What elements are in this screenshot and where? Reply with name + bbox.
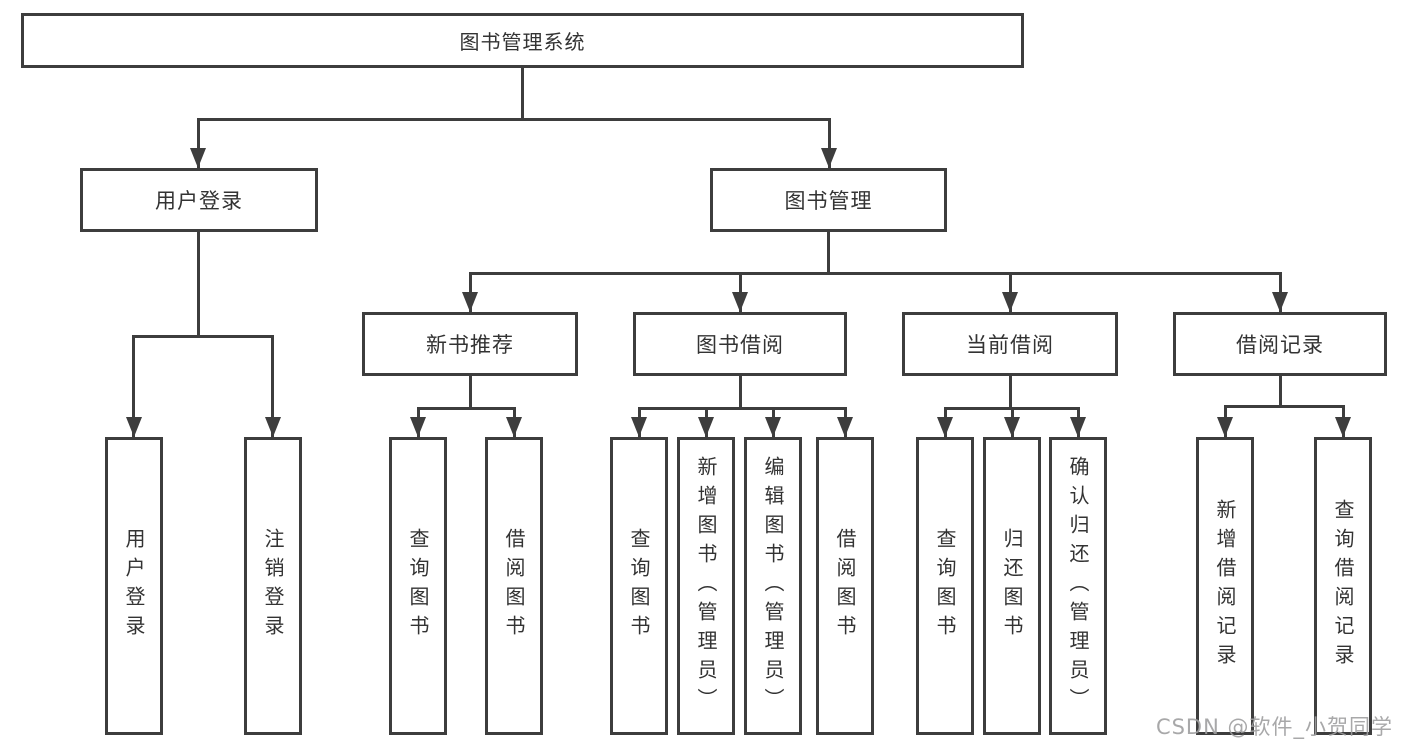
arrow-down-icon bbox=[1217, 417, 1233, 437]
connector-line bbox=[469, 272, 1282, 275]
connector-line bbox=[827, 232, 830, 272]
arrow-down-icon bbox=[732, 292, 748, 312]
arrow-down-icon bbox=[462, 292, 478, 312]
connector-line bbox=[469, 376, 472, 407]
connector-line bbox=[739, 376, 742, 407]
node-leaf-current-query-books: 查询图书 bbox=[916, 437, 974, 735]
node-borrow-records: 借阅记录 bbox=[1173, 312, 1387, 376]
node-leaf-edit-books-admin-label: 编辑图书（管理员） bbox=[761, 455, 785, 717]
node-book-management: 图书管理 bbox=[710, 168, 947, 232]
node-book-borrow: 图书借阅 bbox=[633, 312, 847, 376]
node-leaf-edit-books-admin: 编辑图书（管理员） bbox=[744, 437, 802, 735]
watermark: CSDN @软件_小贺同学 bbox=[1155, 715, 1393, 739]
connector-line bbox=[1009, 376, 1012, 407]
node-leaf-confirm-return-admin: 确认归还（管理员） bbox=[1049, 437, 1107, 735]
node-leaf-add-borrow-record: 新增借阅记录 bbox=[1196, 437, 1254, 735]
node-book-management-label: 图书管理 bbox=[784, 189, 873, 213]
connector-line bbox=[197, 118, 831, 121]
arrow-down-icon bbox=[190, 148, 206, 168]
node-leaf-add-books-admin: 新增图书（管理员） bbox=[677, 437, 735, 735]
node-leaf-recommend-borrow-books-label: 借阅图书 bbox=[502, 528, 526, 644]
arrow-down-icon bbox=[506, 417, 522, 437]
arrow-down-icon bbox=[1004, 417, 1020, 437]
node-leaf-borrow-books-label: 借阅图书 bbox=[833, 528, 857, 644]
arrow-down-icon bbox=[1070, 417, 1086, 437]
node-leaf-query-borrow-record-label: 查询借阅记录 bbox=[1331, 499, 1355, 673]
node-leaf-return-books-label: 归还图书 bbox=[1000, 528, 1024, 644]
node-leaf-current-query-books-label: 查询图书 bbox=[933, 528, 957, 644]
node-leaf-confirm-return-admin-label: 确认归还（管理员） bbox=[1066, 455, 1090, 717]
connector-line bbox=[1224, 405, 1345, 408]
connector-line bbox=[197, 232, 200, 335]
arrow-down-icon bbox=[937, 417, 953, 437]
node-root: 图书管理系统 bbox=[21, 13, 1024, 68]
connector-line bbox=[638, 407, 847, 410]
connector-line bbox=[828, 118, 831, 168]
node-leaf-recommend-borrow-books: 借阅图书 bbox=[485, 437, 543, 735]
node-leaf-user-login-label: 用户登录 bbox=[122, 528, 146, 644]
node-borrow-records-label: 借阅记录 bbox=[1236, 333, 1324, 357]
arrow-down-icon bbox=[631, 417, 647, 437]
arrow-down-icon bbox=[765, 417, 781, 437]
node-leaf-query-borrow-record: 查询借阅记录 bbox=[1314, 437, 1372, 735]
connector-line bbox=[132, 335, 274, 338]
arrow-down-icon bbox=[265, 417, 281, 437]
node-user-login-label: 用户登录 bbox=[155, 189, 243, 213]
node-leaf-recommend-query-books-label: 查询图书 bbox=[406, 528, 430, 644]
arrow-down-icon bbox=[1272, 292, 1288, 312]
node-leaf-borrow-query-books: 查询图书 bbox=[610, 437, 668, 735]
connector-line bbox=[521, 68, 524, 118]
node-leaf-logout-label: 注销登录 bbox=[261, 528, 285, 644]
node-new-book-recommend: 新书推荐 bbox=[362, 312, 578, 376]
connector-line bbox=[132, 335, 135, 437]
node-leaf-recommend-query-books: 查询图书 bbox=[389, 437, 447, 735]
arrow-down-icon bbox=[1335, 417, 1351, 437]
connector-line bbox=[197, 118, 200, 168]
arrow-down-icon bbox=[410, 417, 426, 437]
arrow-down-icon bbox=[821, 148, 837, 168]
node-leaf-logout: 注销登录 bbox=[244, 437, 302, 735]
node-current-borrow: 当前借阅 bbox=[902, 312, 1118, 376]
node-book-borrow-label: 图书借阅 bbox=[696, 333, 784, 357]
node-leaf-add-books-admin-label: 新增图书（管理员） bbox=[694, 455, 718, 717]
node-leaf-borrow-query-books-label: 查询图书 bbox=[627, 528, 651, 644]
arrow-down-icon bbox=[698, 417, 714, 437]
node-leaf-user-login: 用户登录 bbox=[105, 437, 163, 735]
node-new-book-recommend-label: 新书推荐 bbox=[426, 333, 514, 357]
connector-line bbox=[417, 407, 516, 410]
connector-line bbox=[1279, 376, 1282, 405]
arrow-down-icon bbox=[126, 417, 142, 437]
node-current-borrow-label: 当前借阅 bbox=[966, 333, 1054, 357]
node-leaf-return-books: 归还图书 bbox=[983, 437, 1041, 735]
node-root-label: 图书管理系统 bbox=[459, 30, 586, 54]
node-leaf-add-borrow-record-label: 新增借阅记录 bbox=[1213, 499, 1237, 673]
connector-line bbox=[271, 335, 274, 437]
arrow-down-icon bbox=[1002, 292, 1018, 312]
node-user-login: 用户登录 bbox=[80, 168, 318, 232]
node-leaf-borrow-books: 借阅图书 bbox=[816, 437, 874, 735]
arrow-down-icon bbox=[837, 417, 853, 437]
